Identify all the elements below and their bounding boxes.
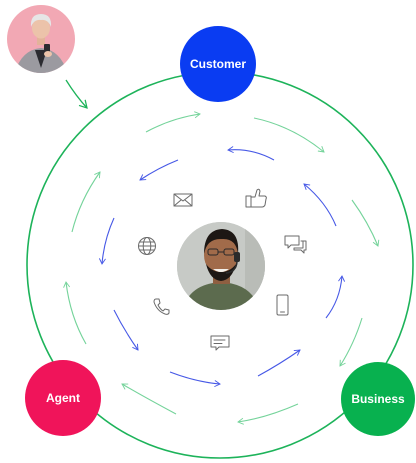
outer-arrow <box>253 117 325 153</box>
inner-arrow <box>139 159 179 181</box>
outer-arrow-loop <box>63 111 380 425</box>
inner-arrow <box>325 275 346 319</box>
inner-arrow <box>303 183 337 227</box>
customer-node[interactable]: Customer <box>180 26 256 102</box>
inner-arrow <box>169 371 221 388</box>
outer-arrow <box>63 281 87 345</box>
phone-icon <box>153 298 170 315</box>
business-node-circle <box>341 362 415 436</box>
agent-node[interactable]: Agent <box>25 360 101 436</box>
inner-arrow <box>113 309 139 351</box>
message-icon <box>210 335 230 351</box>
inner-arrow-loop <box>98 146 346 388</box>
customer-node-circle <box>180 26 256 102</box>
inner-arrow <box>98 217 115 265</box>
agent-with-headset-photo <box>177 222 265 310</box>
business-node[interactable]: Business <box>341 362 415 436</box>
agent-label: Agent <box>46 391 80 405</box>
outer-arrow <box>121 383 177 415</box>
mail-icon <box>173 193 193 207</box>
inner-arrow <box>257 349 301 377</box>
agent-node-circle <box>25 360 101 436</box>
outer-arrow <box>351 199 380 247</box>
customer-label: Customer <box>190 57 246 71</box>
outer-arrow <box>339 317 363 367</box>
chat-bubbles-icon <box>284 235 307 254</box>
globe-icon <box>138 237 156 255</box>
outer-arrow <box>71 171 101 233</box>
entry-arrow <box>65 79 88 109</box>
inner-arrow <box>227 146 275 161</box>
woman-with-phone-photo <box>7 5 75 73</box>
mobile-phone-icon <box>276 294 289 316</box>
channel-icons <box>138 188 307 351</box>
outer-arrow <box>237 403 299 425</box>
thumbs-up-icon <box>245 188 267 208</box>
outer-arrow <box>145 111 201 133</box>
business-label: Business <box>351 392 405 406</box>
